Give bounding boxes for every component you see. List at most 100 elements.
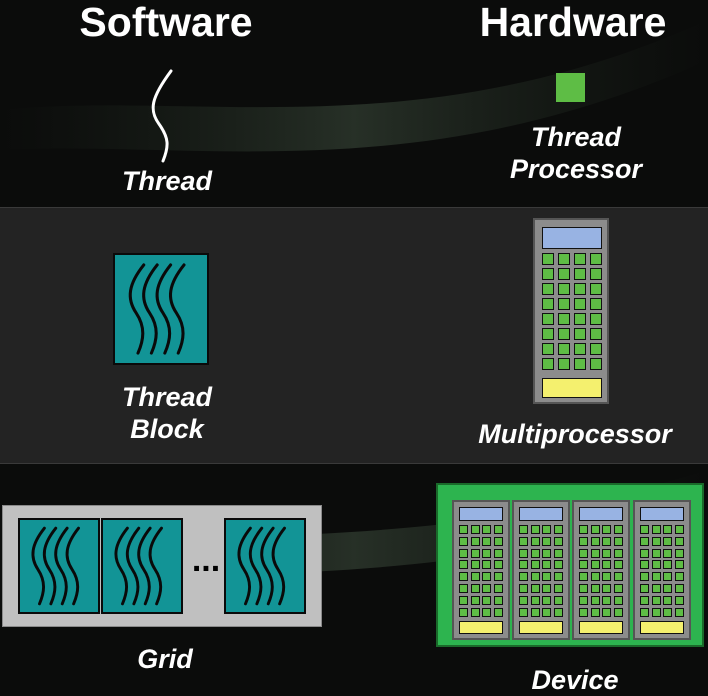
multiprocessor-top-unit (542, 227, 602, 249)
thread-processor-core (542, 595, 552, 605)
thread-processor-core (558, 328, 570, 340)
multiprocessor-bottom-unit (542, 378, 602, 398)
thread-processor-core (674, 607, 684, 617)
thread-processor-core (493, 572, 503, 582)
thread-processor-core (640, 607, 649, 617)
thread-processor-core (542, 343, 554, 355)
thread-processor-core (640, 572, 649, 582)
thread-processor-core (459, 536, 468, 546)
thread-processor-core (493, 583, 503, 593)
thread-processor-label-line2: Processor (509, 154, 643, 184)
thread-processor-core (640, 548, 649, 558)
thread-processor-core (640, 560, 649, 570)
thread-processor-core (493, 595, 503, 605)
thread-processor-core (470, 583, 480, 593)
thread-processor-core (493, 548, 503, 558)
thread-processor-core (590, 313, 602, 325)
multiprocessor-bottom-unit (459, 621, 503, 634)
thread-processor-core (553, 607, 563, 617)
thread-processor-core (674, 583, 684, 593)
thread-processor-core (674, 572, 684, 582)
thread-processor-core (542, 358, 554, 370)
thread-processor-core (482, 536, 492, 546)
multiprocessor-bottom-unit (519, 621, 563, 634)
thread-processor-core (602, 595, 612, 605)
thread-block-waves-icon (114, 526, 163, 606)
thread-processor-core (542, 328, 554, 340)
thread-processor-core (553, 525, 563, 534)
multiprocessor-top-unit (640, 507, 684, 521)
thread-processor-core (640, 595, 649, 605)
thread-processor-core (530, 536, 540, 546)
thread-processor-core (530, 607, 540, 617)
thread-processor-core (459, 572, 468, 582)
multiprocessor-cores (579, 525, 623, 617)
thread-processor-core (579, 595, 588, 605)
thread-processor-core (482, 525, 492, 534)
thread-processor-core (558, 343, 570, 355)
thread-processor-core (613, 560, 623, 570)
thread-processor-core (613, 525, 623, 534)
thread-processor-core (558, 253, 570, 265)
device-multiprocessor-4 (633, 500, 691, 640)
thread-processor-core (663, 536, 673, 546)
grid-thread-block-2 (101, 518, 183, 614)
thread-processor-core (574, 343, 586, 355)
thread-processor-core (558, 268, 570, 280)
thread-processor-core (602, 525, 612, 534)
multiprocessor-cores (519, 525, 563, 617)
thread-block-label-line1: Thread (121, 382, 213, 412)
thread-processor-core (459, 595, 468, 605)
thread-processor-core (590, 536, 600, 546)
thread-block (113, 253, 209, 365)
thread-label: Thread (121, 166, 213, 196)
grid-thread-block-1 (18, 518, 100, 614)
thread-processor-core (663, 595, 673, 605)
thread-processor-core (663, 548, 673, 558)
green-square-icon (556, 73, 585, 102)
thread-processor-core (542, 560, 552, 570)
thread-processor-core (663, 572, 673, 582)
thread-processor-core (493, 525, 503, 534)
software-header: Software (79, 0, 253, 45)
thread-processor-core (493, 607, 503, 617)
thread-processor-core (590, 595, 600, 605)
thread-processor-core (553, 572, 563, 582)
thread-processor-core (579, 525, 588, 534)
thread-processor-core (590, 358, 602, 370)
thread-processor-core (590, 525, 600, 534)
multiprocessor-top-unit (459, 507, 503, 521)
thread-processor-core (590, 560, 600, 570)
grid-ellipsis: ... (191, 541, 221, 579)
thread-processor-core (651, 560, 661, 570)
thread-processor-core (663, 607, 673, 617)
thread-processor-core (530, 595, 540, 605)
thread-processor-core (590, 343, 602, 355)
thread-processor-core (519, 607, 528, 617)
thread-processor-core (542, 525, 552, 534)
thread-block-waves-icon (237, 526, 286, 606)
thread-processor-core (590, 328, 602, 340)
thread-processor-core (590, 607, 600, 617)
multiprocessor-bottom-unit (579, 621, 623, 634)
thread-processor-core (553, 536, 563, 546)
thread-processor-core (602, 572, 612, 582)
thread-processor-core (470, 548, 480, 558)
thread-processor-core (651, 595, 661, 605)
thread-processor-core (459, 525, 468, 534)
thread-processor-core (651, 536, 661, 546)
thread-processor-core (493, 560, 503, 570)
thread-processor-core (651, 607, 661, 617)
thread-processor-core (470, 595, 480, 605)
thread-processor-core (542, 298, 554, 310)
grid-thread-block-3 (224, 518, 306, 614)
thread-processor-core (558, 358, 570, 370)
thread-processor-core (602, 536, 612, 546)
thread-processor-core (590, 583, 600, 593)
thread-processor-core (651, 548, 661, 558)
thread-processor-core (640, 583, 649, 593)
thread-processor-core (579, 583, 588, 593)
thread-processor-core (482, 560, 492, 570)
thread-processor-core (640, 536, 649, 546)
thread-processor-core (558, 313, 570, 325)
